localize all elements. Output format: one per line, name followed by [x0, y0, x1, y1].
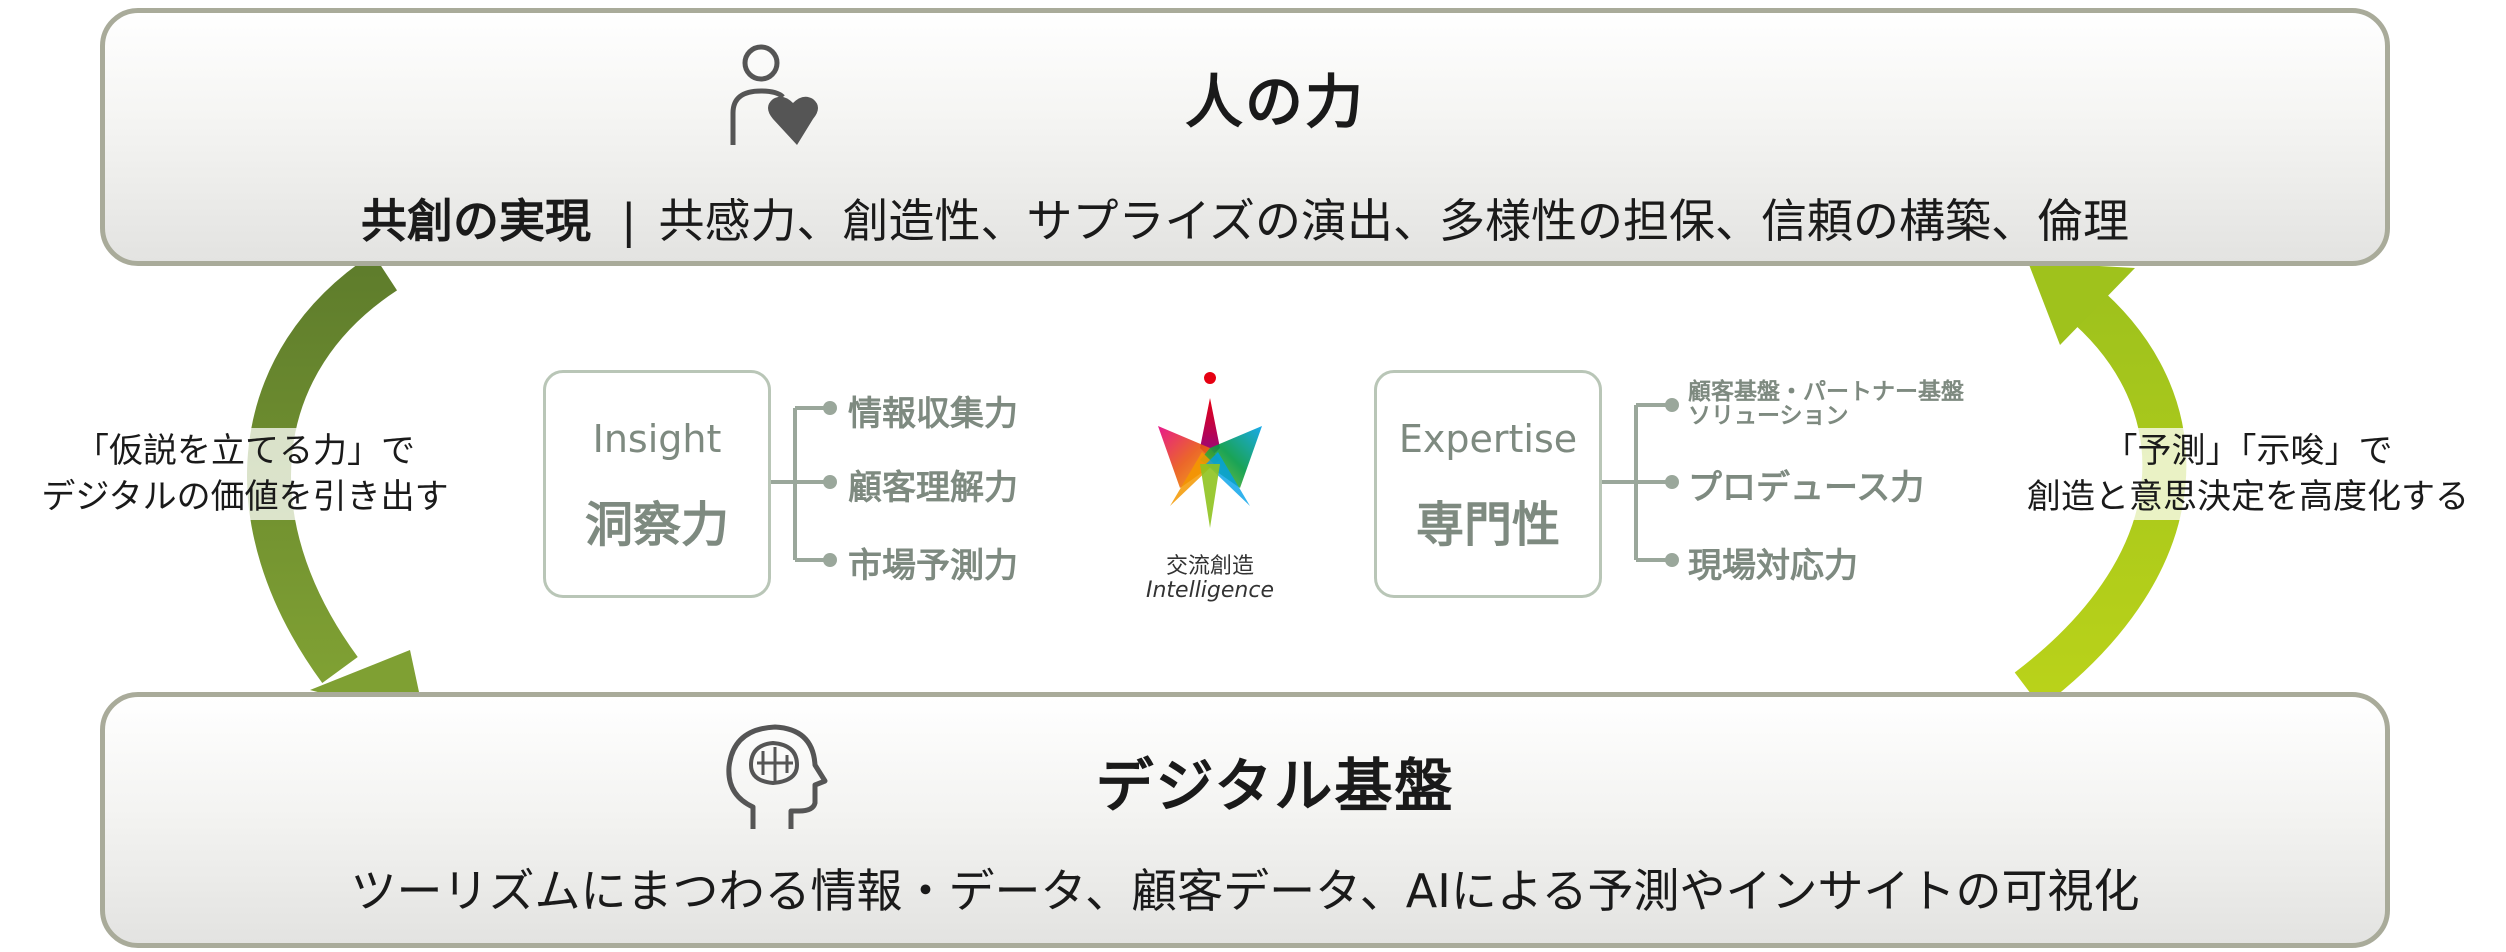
person-heart-icon: [717, 33, 837, 157]
expertise-item-line2: ソリューション: [1688, 403, 1849, 429]
panel-title: 人の力: [1184, 68, 1365, 136]
logo-en-text: Intelligence: [1145, 578, 1274, 603]
human-power-panel: 人の力 共創の実現 | 共感力、創造性、サプライズの演出、多様性の担保、信頼の構築、…: [100, 8, 2390, 266]
co-creation-label: 共創の実現: [360, 194, 591, 248]
left-note: 「仮説を立てる力」で デジタルの価値を引き出す: [0, 428, 490, 520]
logo-jp-text: 交流創造: [1165, 554, 1254, 579]
right-note: 「予測」「示唆」で 創造と意思決定を高度化する: [1990, 428, 2506, 520]
expertise-box: Expertise 専門性: [1374, 370, 1602, 598]
brain-head-icon: [713, 715, 833, 839]
insight-item: 情報収集力: [848, 394, 1018, 434]
expertise-item-line1: 顧客基盤・パートナー基盤: [1688, 379, 1964, 405]
panel-description: 共創の実現 | 共感力、創造性、サプライズの演出、多様性の担保、信頼の構築、倫理: [105, 185, 2385, 251]
digital-base-panel: デジタル基盤 ツーリズムにまつわる情報・データ、顧客データ、AIによる予測やイン…: [100, 692, 2390, 948]
panel-description: ツーリズムにまつわる情報・データ、顧客データ、AIによる予測やインサイトの可視化: [350, 864, 2140, 918]
right-note-line2: 創造と意思決定を高度化する: [2027, 477, 2469, 517]
insight-item: 市場予測力: [848, 546, 1018, 586]
expertise-item: 現場対応力: [1688, 546, 1858, 586]
expertise-jp-label: 専門性: [1415, 497, 1560, 553]
expertise-en-label: Expertise: [1398, 417, 1578, 461]
star-logo-icon: [1150, 368, 1270, 538]
left-note-line2: デジタルの価値を引き出す: [41, 477, 449, 517]
insight-jp-label: 洞察力: [584, 497, 729, 553]
co-creation-detail: 共感力、創造性、サプライズの演出、多様性の担保、信頼の構築、倫理: [658, 194, 2130, 248]
separator: |: [620, 194, 637, 248]
insight-en-label: Insight: [592, 417, 722, 461]
insight-item: 顧客理解力: [848, 468, 1018, 508]
panel-title: デジタル基盤: [1095, 752, 1455, 820]
right-note-line1: 「予測」「示唆」で: [2103, 431, 2393, 471]
left-note-line1: 「仮説を立てる力」で: [75, 431, 415, 471]
insight-box: Insight 洞察力: [543, 370, 771, 598]
expertise-item: プロデュース力: [1688, 468, 1925, 508]
